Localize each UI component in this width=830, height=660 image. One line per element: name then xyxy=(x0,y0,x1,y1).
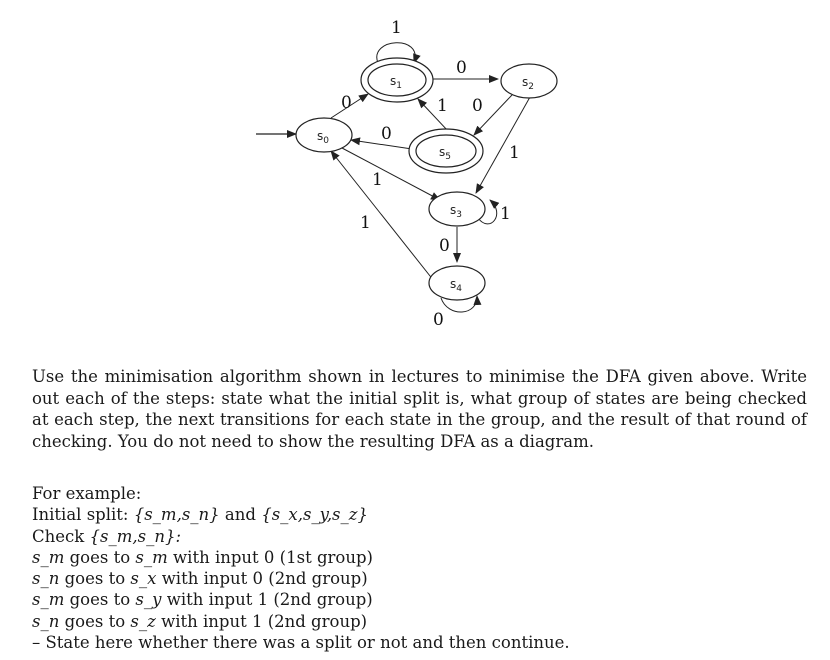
move-target: s_y xyxy=(135,590,162,610)
dfa-diagram: s0 s1 s2 s5 s3 s4 1 0 0 1 0 0 1 1 1 1 0 … xyxy=(256,18,558,330)
and-word: and xyxy=(224,505,256,525)
label-s0-s1: 0 xyxy=(341,93,352,113)
state-s1-letter: s xyxy=(390,74,396,88)
state-s0: s0 xyxy=(295,117,353,153)
loop-s3 xyxy=(477,199,500,225)
label-s1-s2: 0 xyxy=(456,58,467,78)
edge-s4-s0 xyxy=(330,150,435,282)
state-s5-index: 5 xyxy=(445,152,451,162)
question-text: Use the minimisation algorithm shown in … xyxy=(32,367,807,451)
state-s5-letter: s xyxy=(439,145,445,159)
state-s0-letter: s xyxy=(317,129,323,143)
move-state: s_m xyxy=(32,590,65,610)
state-s2-index: 2 xyxy=(528,82,534,92)
move-state: s_n xyxy=(32,611,60,631)
svg-text:s3: s3 xyxy=(450,203,462,220)
state-s1: s1 xyxy=(360,57,434,103)
state-s1-index: 1 xyxy=(396,81,402,91)
edge-s2-s3 xyxy=(475,96,531,194)
move-line-1: s_m goes to s_m with input 0 (1st group) xyxy=(32,547,792,568)
state-s4: s4 xyxy=(428,265,486,301)
split-label: Initial split: xyxy=(32,505,129,525)
state-s4-letter: s xyxy=(450,277,456,291)
move-line-2: s_n goes to s_x with input 0 (2nd group) xyxy=(32,568,792,589)
label-s4-s0: 1 xyxy=(360,213,371,233)
edge-s5-s0 xyxy=(350,137,413,150)
state-s3: s3 xyxy=(428,191,486,227)
move-rest: with input 0 (2nd group) xyxy=(161,569,368,589)
label-s5-s0: 0 xyxy=(381,124,392,144)
move-rest: with input 1 (2nd group) xyxy=(161,611,368,631)
move-line-3: s_m goes to s_y with input 1 (2nd group) xyxy=(32,589,792,610)
state-s3-letter: s xyxy=(450,203,456,217)
label-s0-s3: 1 xyxy=(372,170,383,190)
svg-text:s1: s1 xyxy=(390,74,402,91)
check-line: Check {s_m,s_n}: xyxy=(32,526,792,547)
state-s2-letter: s xyxy=(522,75,528,89)
svg-text:s2: s2 xyxy=(522,75,534,92)
group-two: {s_x,s_y,s_z} xyxy=(261,505,368,525)
move-goes-to: goes to xyxy=(69,590,131,610)
loop-s4 xyxy=(440,295,482,313)
move-rest: with input 0 (1st group) xyxy=(173,547,373,567)
initial-split-line: Initial split: {s_m,s_n} and {s_x,s_y,s_… xyxy=(32,504,792,525)
move-rest: with input 1 (2nd group) xyxy=(166,590,373,610)
label-s2-s5: 0 xyxy=(472,96,483,116)
move-target: s_z xyxy=(130,611,156,631)
edge-s0-s1 xyxy=(330,93,369,119)
state-s3-index: 3 xyxy=(456,210,462,220)
label-s1-loop: 1 xyxy=(391,18,402,38)
move-target: s_x xyxy=(130,569,157,589)
label-s3-s4: 0 xyxy=(439,236,450,256)
example-intro: For example: xyxy=(32,484,142,503)
svg-text:s5: s5 xyxy=(439,145,451,162)
state-s0-index: 0 xyxy=(323,136,329,146)
check-label: Check xyxy=(32,526,85,546)
move-line-4: s_n goes to s_z with input 1 (2nd group) xyxy=(32,611,792,632)
label-s3-loop: 1 xyxy=(500,204,511,224)
move-goes-to: goes to xyxy=(69,547,131,567)
label-s2-s3: 1 xyxy=(509,143,520,163)
example-block: For example: Initial split: {s_m,s_n} an… xyxy=(32,483,792,653)
move-goes-to: goes to xyxy=(64,569,126,589)
move-target: s_m xyxy=(135,547,168,567)
label-s5-s1: 1 xyxy=(437,96,448,116)
state-s5: s5 xyxy=(408,128,484,174)
loop-s1 xyxy=(376,42,421,64)
svg-text:s0: s0 xyxy=(317,129,329,146)
check-group: {s_m,s_n}: xyxy=(89,526,182,546)
move-state: s_m xyxy=(32,547,65,567)
state-s2: s2 xyxy=(500,63,558,99)
label-s4-loop: 0 xyxy=(433,310,444,330)
edge-s0-s3 xyxy=(341,147,441,201)
move-state: s_n xyxy=(32,569,60,589)
edge-s2-s5 xyxy=(473,94,513,136)
move-goes-to: goes to xyxy=(64,611,126,631)
group-one: {s_m,s_n} xyxy=(133,505,220,525)
state-s4-index: 4 xyxy=(456,284,462,294)
edge-s5-s1 xyxy=(417,98,449,132)
example-note: – State here whether there was a split o… xyxy=(32,633,570,653)
svg-text:s4: s4 xyxy=(450,277,462,294)
